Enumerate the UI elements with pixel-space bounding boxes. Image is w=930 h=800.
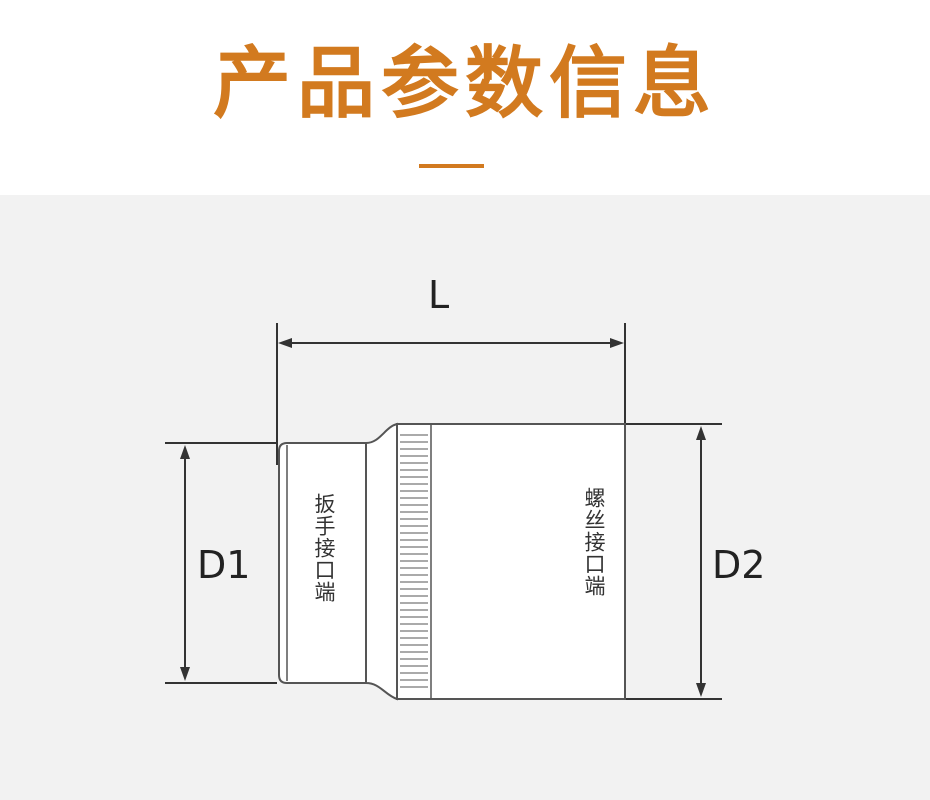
page-title: 产品参数信息: [212, 39, 717, 129]
knurl-ridges: [400, 434, 428, 688]
dimension-arrows: [180, 338, 706, 697]
d1-label: D1: [197, 543, 251, 587]
diagram-panel: L D1 D2 扳手接口端 螺丝接口端: [0, 195, 930, 800]
arrow-l-left: [278, 338, 292, 348]
arrow-d1-top: [180, 445, 190, 459]
title-underline: [419, 164, 484, 168]
arrow-d2-bottom: [696, 683, 706, 697]
arrow-l-right: [610, 338, 624, 348]
socket-diagram: [165, 323, 722, 701]
arrow-d1-bottom: [180, 667, 190, 681]
socket-body: [278, 422, 626, 701]
socket-small-section: [278, 442, 367, 684]
header: 产品参数信息: [0, 0, 930, 195]
length-label: L: [428, 273, 450, 317]
screw-end-label: 螺丝接口端: [582, 487, 606, 597]
wrench-end-label: 扳手接口端: [312, 493, 336, 603]
arrow-d2-top: [696, 426, 706, 440]
socket-taper: [365, 422, 398, 701]
d2-label: D2: [712, 543, 766, 587]
